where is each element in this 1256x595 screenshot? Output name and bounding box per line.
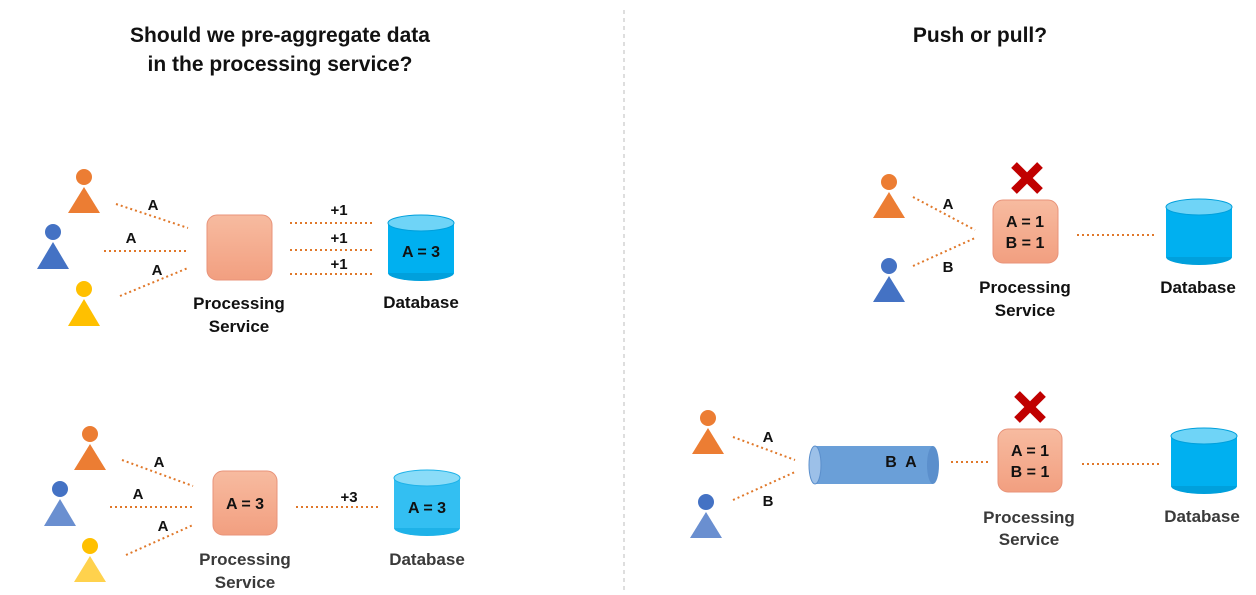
user-icon-blue — [690, 494, 722, 538]
connector-line — [119, 267, 189, 297]
increment-label: +1 — [330, 256, 347, 273]
processing-service-box — [212, 470, 278, 536]
service-value-a: A = 1 — [1011, 443, 1049, 460]
request-label: A — [943, 196, 954, 213]
service-value-b: B = 1 — [1011, 464, 1050, 481]
processing-service-box — [997, 428, 1063, 493]
cross-icon — [1014, 391, 1046, 423]
user-icon-blue — [873, 258, 905, 302]
request-label: A — [126, 230, 137, 247]
database-caption: Database — [1164, 507, 1240, 526]
cross-icon — [1011, 162, 1043, 194]
user-icon-orange — [68, 169, 100, 213]
service-value: A = 3 — [226, 496, 264, 513]
user-icon-orange — [873, 174, 905, 218]
database-caption: Database — [383, 293, 459, 312]
service-caption-line1: Processing — [983, 508, 1075, 527]
left-title-line1: Should we pre-aggregate data — [130, 24, 430, 47]
database-icon — [387, 214, 455, 281]
processing-service-box — [992, 199, 1059, 264]
message-queue — [808, 445, 939, 485]
request-label: A — [158, 518, 169, 535]
service-caption-line1: Processing — [199, 550, 291, 569]
request-label: A — [133, 486, 144, 503]
service-caption-line1: Processing — [979, 278, 1071, 297]
connector-line — [125, 524, 194, 556]
request-label: A — [152, 262, 163, 279]
connector-line — [912, 196, 976, 231]
request-label: A — [763, 429, 774, 446]
request-label: A — [148, 197, 159, 214]
queue-contents: B A — [885, 454, 917, 471]
database-icon — [1165, 198, 1233, 265]
database-icon — [393, 469, 461, 536]
service-value-b: B = 1 — [1006, 235, 1045, 252]
user-icon-yellow — [74, 538, 106, 582]
database-icon — [1170, 427, 1238, 494]
user-icon-yellow — [68, 281, 100, 326]
database-value: A = 3 — [402, 244, 440, 261]
request-label: B — [763, 493, 774, 510]
connector-line — [912, 237, 976, 267]
left-title-line2: in the processing service? — [148, 53, 413, 76]
database-caption: Database — [1160, 278, 1236, 297]
increment-label: +1 — [330, 202, 347, 219]
increment-label: +3 — [340, 489, 357, 506]
request-label: A — [154, 454, 165, 471]
service-value-a: A = 1 — [1006, 214, 1044, 231]
processing-service-box — [206, 214, 273, 281]
service-caption-line2: Service — [215, 573, 276, 592]
database-caption: Database — [389, 550, 465, 569]
user-icon-orange — [692, 410, 724, 454]
increment-label: +1 — [330, 230, 347, 247]
service-caption-line2: Service — [995, 301, 1056, 320]
request-label: B — [943, 259, 954, 276]
connector-line — [732, 436, 796, 461]
right-title: Push or pull? — [913, 24, 1047, 47]
connector-line — [732, 471, 796, 501]
service-caption-line2: Service — [209, 317, 270, 336]
user-icon-blue — [37, 224, 69, 269]
service-caption-line1: Processing — [193, 294, 285, 313]
service-caption-line2: Service — [999, 530, 1060, 549]
user-icon-orange — [74, 426, 106, 470]
database-value: A = 3 — [408, 500, 446, 517]
user-icon-blue — [44, 481, 76, 526]
